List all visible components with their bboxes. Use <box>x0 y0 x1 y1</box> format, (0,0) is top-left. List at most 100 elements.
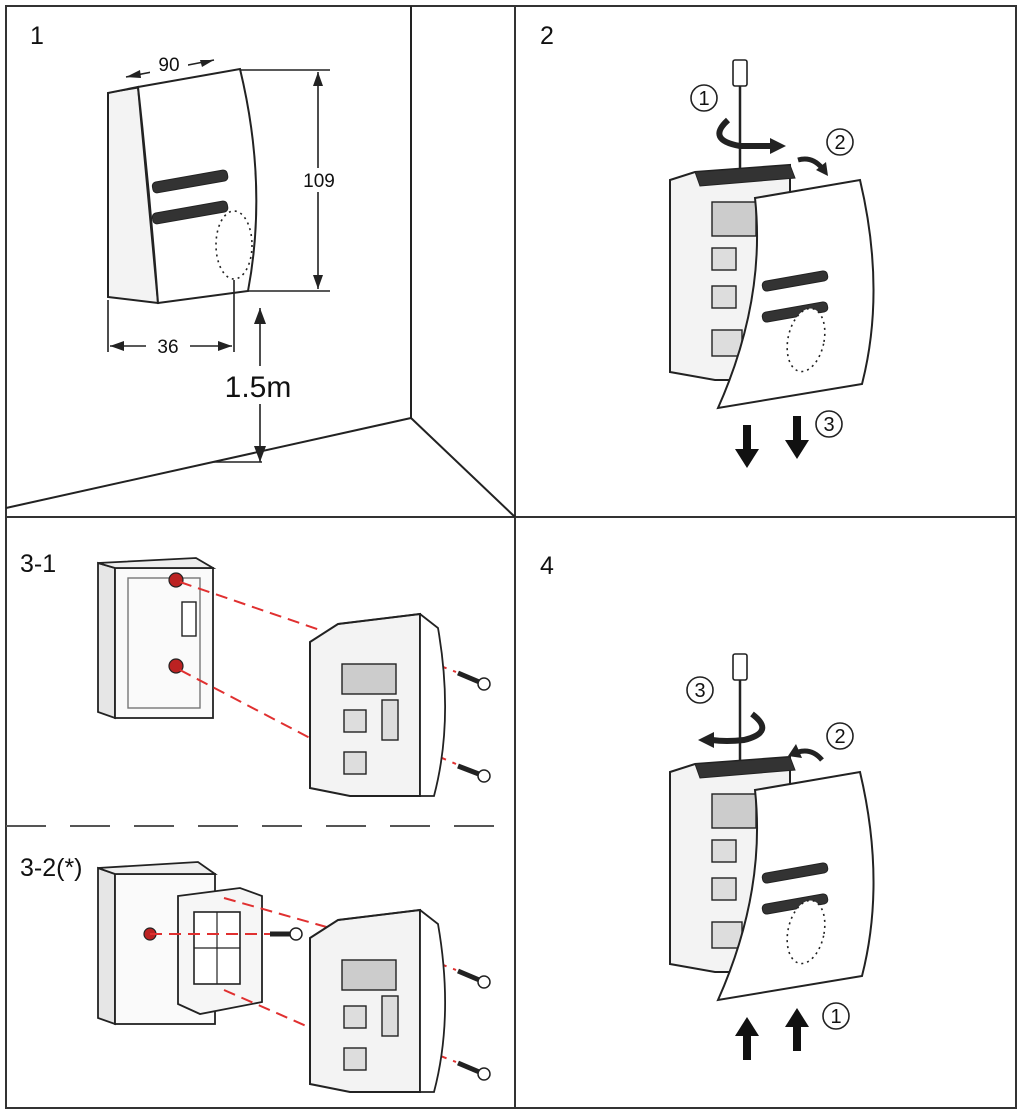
tilt-arrow <box>797 156 824 170</box>
mount-height-arrow-bottom <box>254 446 266 462</box>
cover-slider-bottom-4 <box>761 893 829 915</box>
rotate-clockwise-arrow <box>716 117 770 149</box>
internal-part-2 <box>711 285 737 309</box>
terminal-block-3-2 <box>341 959 397 991</box>
cover-dial <box>786 307 826 373</box>
cover-slider-top <box>761 270 829 292</box>
device-base-3-2-rim <box>337 909 447 1093</box>
tilt-arrowhead-4 <box>788 744 802 758</box>
panel-3-2-label: 3-2(*) <box>20 854 83 882</box>
step-1-number-4: 1 <box>830 1006 841 1028</box>
front-cover <box>716 178 875 410</box>
device-base-3-1-rim <box>337 613 447 797</box>
rotate-counterclockwise-arrow <box>711 711 766 744</box>
panel-grid <box>5 5 1017 1109</box>
push-up-arrow-right-shaft <box>793 1025 801 1051</box>
panel-3-1-label: 3-1 <box>20 550 56 578</box>
internal-part-3-2-a <box>343 1005 367 1029</box>
pull-down-arrow-left-shaft <box>743 425 751 451</box>
dim-depth-arrow-right <box>218 341 232 351</box>
wall-box-screw-bottom <box>168 658 184 674</box>
panel-3-1: 3-1 <box>20 550 491 797</box>
internal-part-4-b <box>711 877 737 901</box>
dim-height-text-bg <box>298 168 340 192</box>
rotate-clockwise-arrowhead <box>770 138 786 154</box>
step-3-marker <box>815 410 843 438</box>
internal-part-3-2-b <box>381 995 399 1037</box>
floor-right-line <box>410 417 516 518</box>
dim-width-arrow-left <box>126 70 141 78</box>
panel-1: 1 90 109 36 <box>5 6 516 518</box>
panel-3-2: 3-2(*) <box>20 854 491 1093</box>
mount-height-text-bg <box>210 366 304 404</box>
step-3-marker-4 <box>686 676 714 704</box>
step-3-number-4: 3 <box>694 680 705 702</box>
step-3-number: 3 <box>823 414 834 436</box>
slider-top <box>151 169 229 194</box>
screw-top-3-1 <box>457 670 491 691</box>
tilt-arrow-4 <box>797 748 824 762</box>
screwdriver-handle <box>732 59 748 87</box>
wall-box-front <box>114 567 214 719</box>
alignment-line-3-2-bottom <box>223 989 321 1033</box>
dim-depth-arrow-left <box>110 341 124 351</box>
step-2-marker <box>826 128 854 156</box>
dim-width-text: 90 <box>158 55 179 76</box>
terminal-block-3-1 <box>341 663 397 695</box>
mount-height-arrow-top <box>254 308 266 324</box>
panel-2: 2 1 2 3 <box>540 22 875 468</box>
dim-width-arrow-right <box>200 60 214 67</box>
adapter-screw <box>270 927 303 941</box>
internal-part-3 <box>711 329 743 357</box>
internal-part-3-1-a <box>343 709 367 733</box>
internal-part-4-c <box>711 921 743 949</box>
dim-height-arrow-bottom <box>313 275 323 289</box>
device-base-top-4 <box>694 756 796 779</box>
dim-width-text-bg <box>150 54 188 76</box>
screwdriver-handle-4 <box>732 653 748 681</box>
step-1-marker-4 <box>822 1002 850 1030</box>
screw-top-3-2 <box>457 968 491 989</box>
screw-bottom-3-1 <box>457 763 491 783</box>
step-1-marker <box>690 84 718 112</box>
wall-box-side <box>97 561 116 720</box>
wall-box-top <box>97 557 217 569</box>
wall-box-top-3-2 <box>97 861 218 875</box>
cover-slider-bottom <box>761 301 829 323</box>
push-up-arrow-right-head <box>785 1008 809 1027</box>
device-base-top <box>694 164 796 187</box>
front-cover-4 <box>716 770 875 1002</box>
push-up-arrow-left-shaft <box>743 1034 751 1060</box>
internal-part-3-1-c <box>343 751 367 775</box>
step-1-number: 1 <box>698 88 709 110</box>
alignment-line-top <box>179 581 321 631</box>
terminal-block-4 <box>711 793 757 829</box>
panel-1-label: 1 <box>30 22 44 50</box>
panel-4: 4 3 2 1 <box>540 552 875 1060</box>
alignment-line-bottom <box>179 669 311 739</box>
screw-bottom-3-2 <box>457 1060 491 1081</box>
floor-left-line <box>5 417 412 509</box>
panel-4-label: 4 <box>540 552 554 580</box>
cover-dial-4 <box>786 899 826 965</box>
internal-part-3-2-c <box>343 1047 367 1071</box>
mount-height-text: 1.5m <box>225 371 292 404</box>
dim-depth-text-bg <box>146 334 190 358</box>
step-2-number-4: 2 <box>834 726 845 748</box>
cover-slider-top-4 <box>761 862 829 884</box>
rotate-counterclockwise-arrowhead <box>698 732 714 748</box>
device-dial <box>215 210 253 280</box>
outer-frame <box>5 5 1017 1109</box>
dim-height-arrow-top <box>313 72 323 86</box>
wall-box-side-3-2 <box>97 866 116 1026</box>
step-2-number: 2 <box>834 132 845 154</box>
wall-box-inner <box>127 577 201 709</box>
pull-down-arrow-left-head <box>735 449 759 468</box>
internal-part-1 <box>711 247 737 271</box>
dim-height-text: 109 <box>303 171 335 192</box>
internal-part-3-1-b <box>381 699 399 741</box>
step-2-marker-4 <box>826 722 854 750</box>
wall-box-screw-top <box>168 572 184 588</box>
pull-down-arrow-right-shaft <box>793 416 801 442</box>
